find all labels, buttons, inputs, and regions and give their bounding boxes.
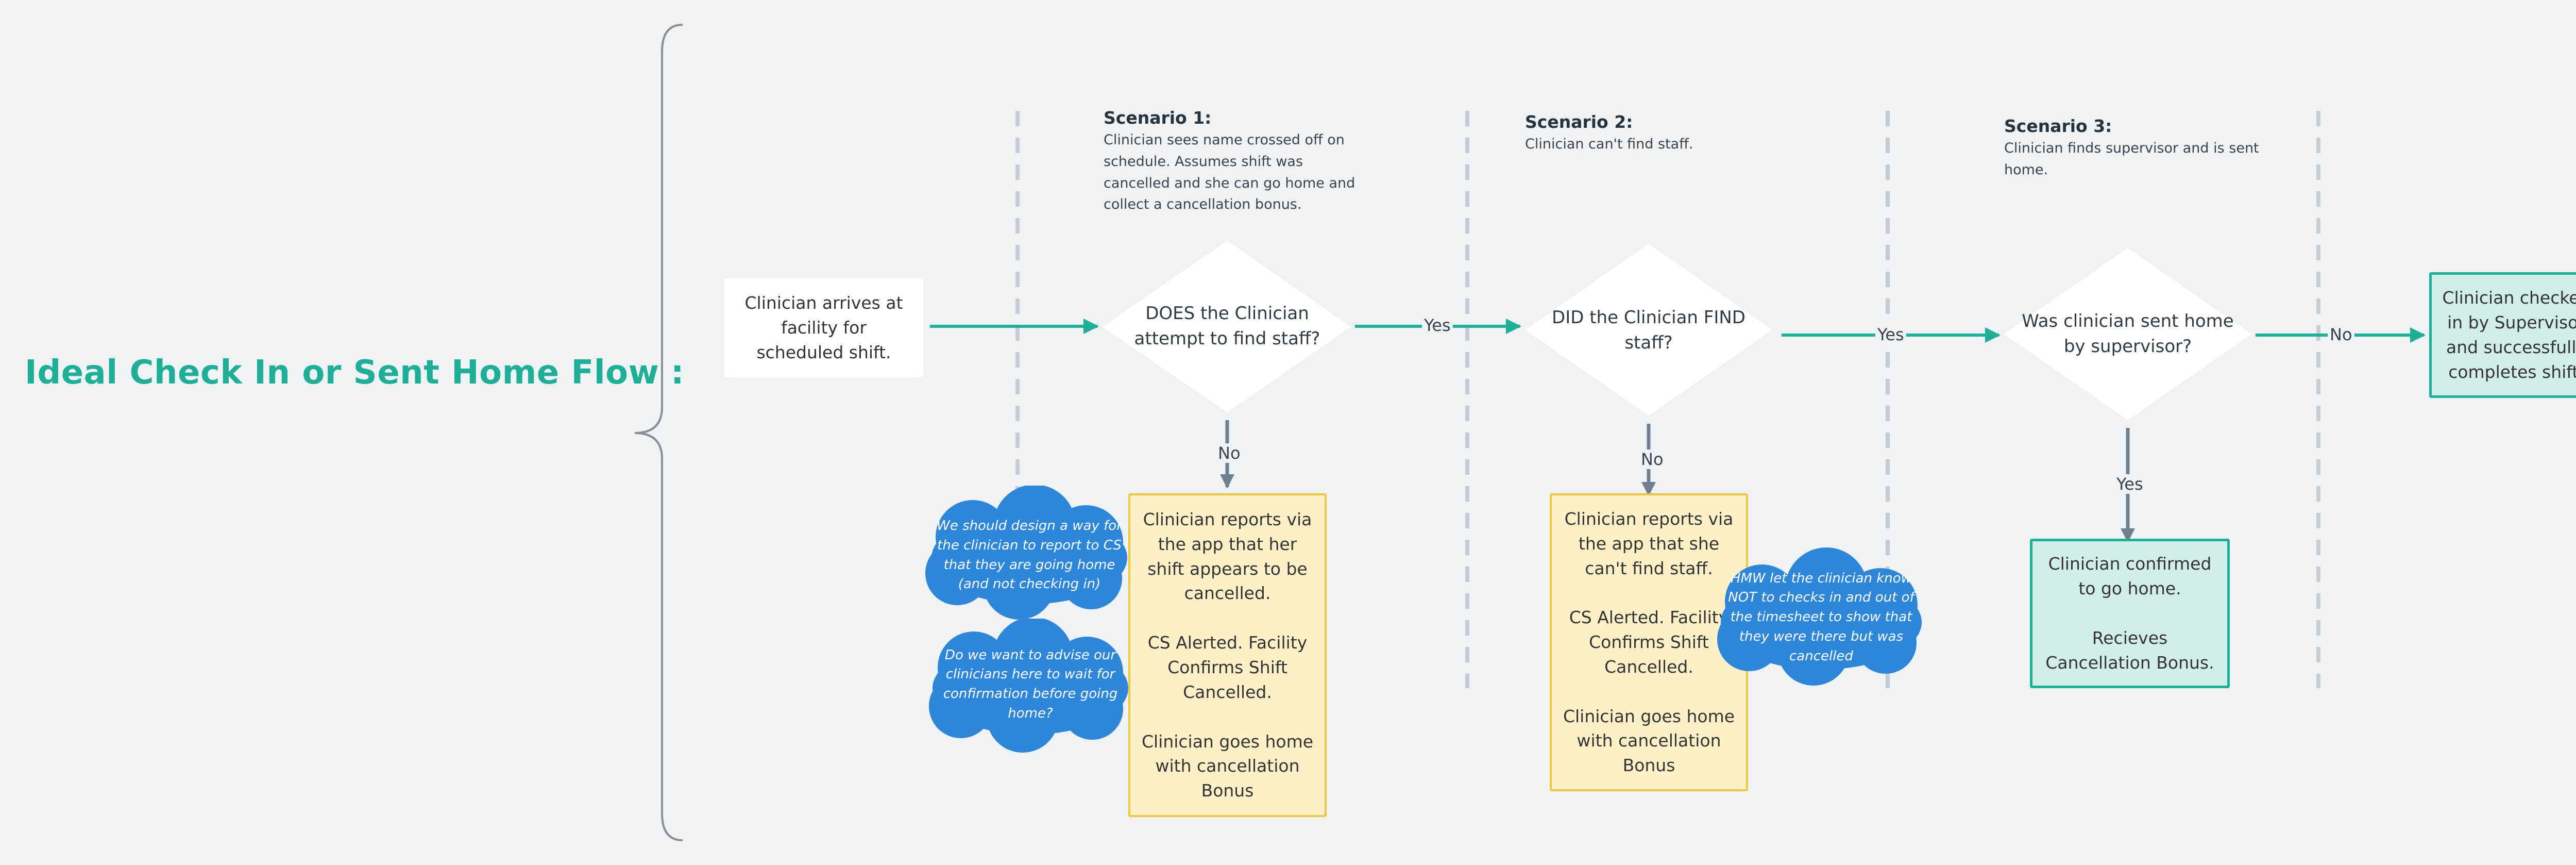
decision-1-text: DOES the Clinician attempt to find staff… [1134,303,1320,349]
outcome-box-checked-in: Clinician checked in by Supervisor and s… [2429,272,2576,398]
comment-cloud-3-text: HMW let the clinician know NOT to checks… [1728,570,1914,664]
scenario-3-title: Scenario 3: [2004,116,2112,136]
outcome-box-sent-home: Clinician confirmed to go home. Recieves… [2030,539,2230,688]
scenario-2-header: Scenario 2: Clinician can't find staff. [1525,111,1783,155]
grouping-brace [634,24,683,841]
flow-title: Ideal Check In or Sent Home Flow : [25,354,685,392]
outcome-box-scenario-2: Clinician reports via the app that she c… [1550,493,1748,791]
scenario-1-title: Scenario 1: [1104,108,1212,128]
edge-label-yes-1: Yes [1422,315,1453,336]
scenario-3-description: Clinician finds supervisor and is sent h… [2004,140,2259,178]
comment-cloud-2-text: Do we want to advise our clinicians here… [943,647,1118,721]
decision-2-text: DID the Clinician FIND staff? [1552,307,1745,353]
comment-cloud-2 [929,619,1128,753]
decision-diamond-3 [2004,248,2251,420]
scenario-2-title: Scenario 2: [1525,112,1633,132]
edge-label-no-1: No [1216,443,1243,463]
scenario-3-header: Scenario 3: Clinician finds supervisor a… [2004,115,2262,181]
decision-diamond-2 [1525,244,1772,415]
comment-cloud-1-text: We should design a way for the clinician… [937,518,1122,592]
scenario-1-description: Clinician sees name crossed off on sched… [1104,131,1355,213]
edge-label-no-3: No [2328,325,2354,345]
decision-diamond-1 [1103,241,1351,412]
edge-label-yes-2: Yes [1875,325,1906,345]
edge-label-yes-3: Yes [2114,474,2145,494]
comment-cloud-3 [1717,547,1922,686]
comment-cloud-1 [925,486,1127,620]
decision-3-text: Was clinician sent home by supervisor? [2022,310,2234,357]
start-box: Clinician arrives at facility for schedu… [724,278,923,377]
edge-label-no-2: No [1639,450,1666,470]
scenario-1-header: Scenario 1: Clinician sees name crossed … [1104,107,1361,215]
scenario-2-description: Clinician can't find staff. [1525,136,1693,152]
outcome-box-scenario-1: Clinician reports via the app that her s… [1128,493,1327,817]
